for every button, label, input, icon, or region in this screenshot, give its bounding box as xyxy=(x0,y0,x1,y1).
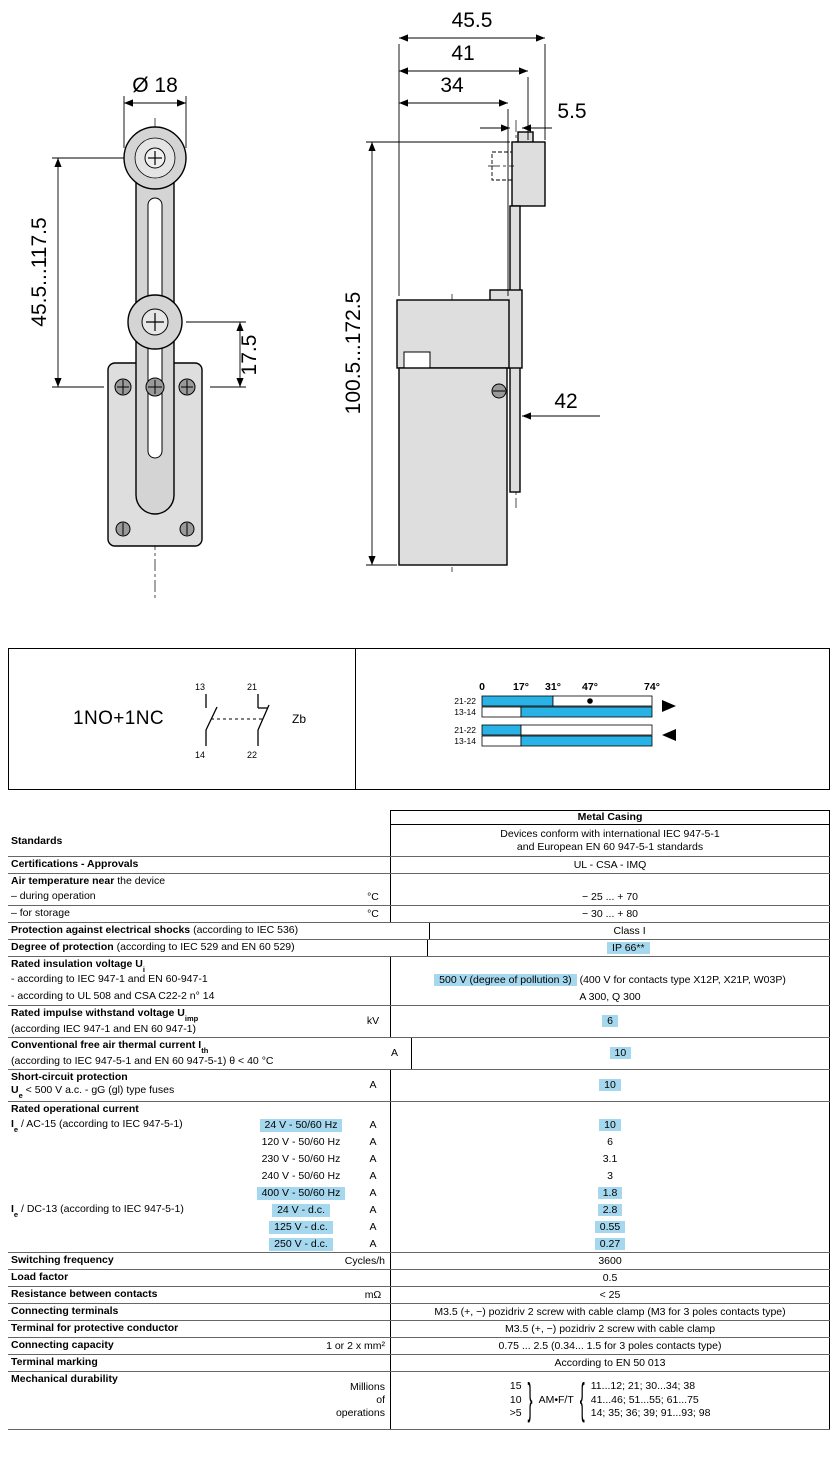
specification-table: Metal Casing Standards Devices conform w… xyxy=(8,810,830,1430)
durability-series-label: AM•F/T xyxy=(538,1394,574,1406)
angle-0: 0 xyxy=(479,681,485,693)
table-row-impulse-voltage: Rated impulse withstand voltage Uimp(acc… xyxy=(8,1006,830,1038)
travel-diagram: 0 17° 31° 47° 74° 21-22 13-14 21-22 13-1… xyxy=(454,681,676,747)
direction-right-arrow xyxy=(662,700,676,712)
casing-header: Metal Casing xyxy=(577,811,643,823)
dim-width-total: 45.5 xyxy=(452,9,493,32)
dim-lever-thickness: 5.5 xyxy=(557,100,586,123)
dim-lever-length-range: 45.5...117.5 xyxy=(28,217,51,326)
table-row-contact-resistance: Resistance between contacts mΩ < 25 xyxy=(8,1287,830,1304)
dim-pivot-offset: 17.5 xyxy=(238,335,261,376)
travel-row-13-14: 13-14 xyxy=(454,707,476,717)
table-row-mechanical-durability: Mechanical durability Millions of operat… xyxy=(8,1372,830,1430)
table-row-air-temperature: Air temperature near the device xyxy=(8,874,830,889)
table-row-insulation-iec: - according to IEC 947-1 and EN 60-947-1… xyxy=(8,972,830,989)
direction-left-arrow xyxy=(662,729,676,741)
contact-configuration-cell: 1NO+1NC 13 21 14 22 Zb xyxy=(9,649,356,789)
dim-depth: 42 xyxy=(554,390,577,413)
table-row-shock-protection: Protection against electrical shocks (ac… xyxy=(8,923,830,940)
table-row-connecting-capacity: Connecting capacity 1 or 2 x mm² 0.75 ..… xyxy=(8,1338,830,1355)
travel-row-13-14: 13-14 xyxy=(454,736,476,746)
highlighted-value: 6 xyxy=(602,1015,618,1027)
angle-47: 47° xyxy=(582,681,598,693)
highlighted-value: 1.8 xyxy=(597,1187,623,1199)
highlighted-value: 10 xyxy=(599,1119,621,1131)
highlighted-value: 0.55 xyxy=(594,1221,626,1233)
durability-values: 15 10 >5 xyxy=(509,1380,522,1420)
contact-configuration-label: 1NO+1NC xyxy=(73,708,164,729)
table-row-ac15-24v: Ie / AC-15 (according to IEC 947-5-1) 24… xyxy=(8,1117,830,1134)
table-row-standards: Standards Devices conform with internati… xyxy=(8,825,830,857)
highlighted-value: IP 66** xyxy=(607,941,650,954)
front-view-drawing: Ø 18 45.5...117.5 17.5 xyxy=(28,74,261,600)
table-row-connecting-terminals: Connecting terminals M3.5 (+, −) pozidri… xyxy=(8,1304,830,1321)
highlighted-value: 10 xyxy=(599,1079,621,1091)
travel-row-21-22: 21-22 xyxy=(454,725,476,735)
table-row-certifications: Certifications - Approvals UL - CSA - IM… xyxy=(8,857,830,874)
table-row-insulation-voltage: Rated insulation voltage Ui xyxy=(8,957,830,974)
highlighted-condition: 400 V - 50/60 Hz xyxy=(256,1187,346,1200)
table-row-for-storage: – for storage °C − 30 ... + 80 xyxy=(8,906,830,923)
angle-31: 31° xyxy=(545,681,561,693)
table-row-dc13-24v: Ie / DC-13 (according to IEC 947-5-1) 24… xyxy=(8,1202,830,1219)
table-row-rated-operational-current: Rated operational current xyxy=(8,1102,830,1117)
technical-drawings: Ø 18 45.5...117.5 17.5 xyxy=(28,9,600,600)
table-row-during-operation: – during operation °C − 25 ... + 70 xyxy=(8,889,830,906)
table-row-dc13-125v: 125 V - d.c. A 0.55 xyxy=(8,1219,830,1236)
terminal-14-label: 14 xyxy=(195,750,205,760)
brace-right: } xyxy=(527,1375,533,1426)
terminal-22-label: 22 xyxy=(247,750,257,760)
highlighted-condition: 125 V - d.c. xyxy=(269,1221,333,1234)
table-row-protective-conductor: Terminal for protective conductor M3.5 (… xyxy=(8,1321,830,1338)
table-row-ac15-230v: 230 V - 50/60 Hz A 3.1 xyxy=(8,1151,830,1168)
table-row-dc13-250v: 250 V - d.c. A 0.27 xyxy=(8,1236,830,1253)
terminal-21-label: 21 xyxy=(247,682,257,692)
highlighted-condition: 24 V - d.c. xyxy=(272,1204,330,1217)
angle-74: 74° xyxy=(644,681,660,693)
dim-height-range: 100.5...172.5 xyxy=(342,292,365,415)
contact-symbol-diagram: 13 21 14 22 Zb xyxy=(195,682,306,760)
side-view-drawing: 45.5 41 34 5.5 100.5...172.5 42 xyxy=(342,9,600,572)
dim-roller-diameter: Ø 18 xyxy=(132,74,178,97)
brace-left: { xyxy=(579,1375,585,1426)
table-row-casing-header: Metal Casing xyxy=(8,810,830,825)
angle-17: 17° xyxy=(513,681,529,693)
highlighted-value: 10 xyxy=(609,1047,632,1059)
terminal-13-label: 13 xyxy=(195,682,205,692)
travel-dot-47 xyxy=(587,698,593,704)
dim-width-inner: 34 xyxy=(440,74,464,97)
table-row-load-factor: Load factor 0.5 xyxy=(8,1270,830,1287)
highlighted-value: 2.8 xyxy=(597,1204,623,1216)
contact-configuration-box: 1NO+1NC 13 21 14 22 Zb 0 17° xyxy=(8,648,830,790)
durability-model-numbers: 11...12; 21; 30...34; 38 41...46; 51...5… xyxy=(590,1380,711,1420)
table-row-degree-of-protection: Degree of protection (according to IEC 5… xyxy=(8,940,830,957)
table-row-switching-frequency: Switching frequency Cycles/h 3600 xyxy=(8,1253,830,1270)
table-row-ac15-400v: 400 V - 50/60 Hz A 1.8 xyxy=(8,1185,830,1202)
table-row-insulation-ul: - according to UL 508 and CSA C22-2 n° 1… xyxy=(8,989,830,1006)
highlighted-condition: 24 V - 50/60 Hz xyxy=(259,1119,343,1132)
table-row-thermal-current: Conventional free air thermal current It… xyxy=(8,1038,830,1070)
table-row-ac15-120v: 120 V - 50/60 Hz A 6 xyxy=(8,1134,830,1151)
symbol-zb-label: Zb xyxy=(292,712,306,726)
travel-row-21-22: 21-22 xyxy=(454,696,476,706)
highlighted-value: 500 V (degree of pollution 3) xyxy=(434,974,577,986)
highlighted-value: 0.27 xyxy=(594,1237,626,1250)
table-row-terminal-marking: Terminal marking According to EN 50 013 xyxy=(8,1355,830,1372)
dim-width-mid: 41 xyxy=(451,42,474,65)
table-row-ac15-240v: 240 V - 50/60 Hz A 3 xyxy=(8,1168,830,1185)
travel-diagram-cell: 0 17° 31° 47° 74° 21-22 13-14 21-22 13-1… xyxy=(356,649,829,789)
highlighted-condition: 250 V - d.c. xyxy=(269,1237,333,1251)
